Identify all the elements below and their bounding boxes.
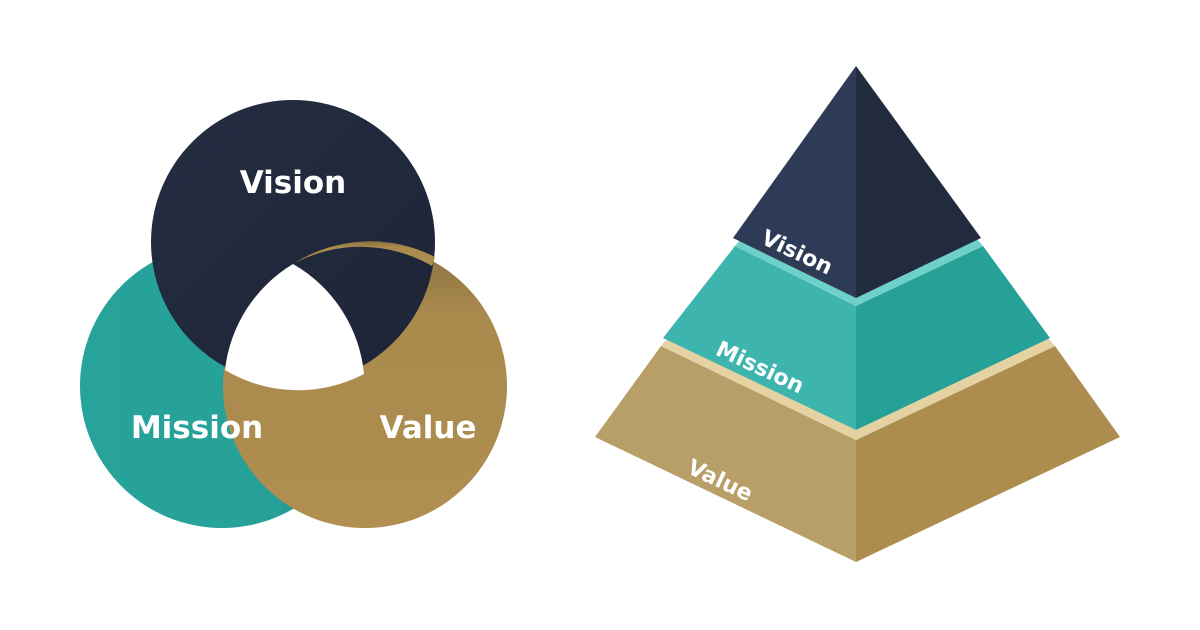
ring-mission-label: Mission: [131, 410, 263, 446]
pyramid-tier-vision: [733, 66, 981, 298]
ring-value-label: Value: [380, 410, 477, 446]
pyramid-tier-mission: [663, 238, 1050, 430]
ring-diagram: Vision Mission Value: [80, 100, 507, 528]
ring-vision-label: Vision: [240, 165, 347, 201]
pyramid: Vision Mission Value: [595, 66, 1120, 562]
value-overlap: [293, 241, 435, 266]
center-hole: [225, 264, 364, 391]
vision-circle: [151, 100, 435, 384]
pyramid-tier-value: [595, 338, 1120, 562]
